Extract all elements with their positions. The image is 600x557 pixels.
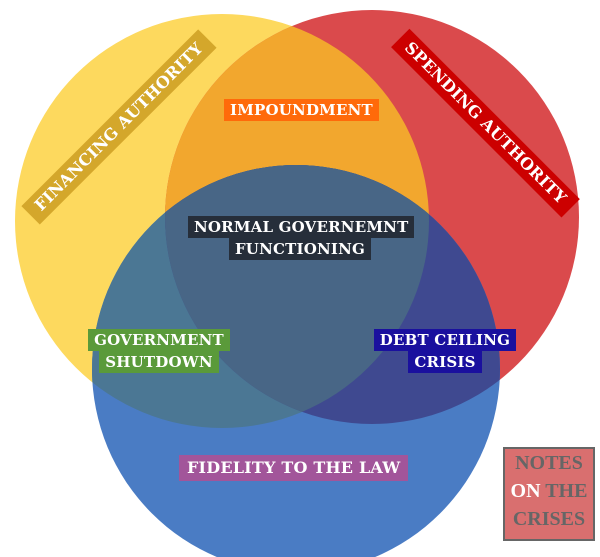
shutdown-label: GOVERNMENT SHUTDOWN [88,329,230,373]
debt-line1: DEBT CEILING [373,329,517,351]
notes-on-the-crises-logo: NOTES ON THE CRISES [503,447,595,541]
logo-word-the: THE [545,480,588,502]
normal-line1: NORMAL GOVERNEMNT [188,216,415,238]
debt-line2: CRISIS [408,351,482,373]
logo-word-on: ON [510,480,541,502]
fidelity-label: FIDELITY TO THE LAW [179,455,409,481]
logo-word-crises: CRISES [512,508,586,530]
logo-word-notes: NOTES [515,452,583,474]
debt-ceiling-label: DEBT CEILING CRISIS [372,329,518,373]
shutdown-line1: GOVERNMENT [88,329,230,351]
normal-functioning-label: NORMAL GOVERNEMNT FUNCTIONING [188,216,415,260]
shutdown-line2: SHUTDOWN [99,351,219,373]
normal-line2: FUNCTIONING [228,238,372,260]
impoundment-label: IMPOUNDMENT [224,99,379,121]
